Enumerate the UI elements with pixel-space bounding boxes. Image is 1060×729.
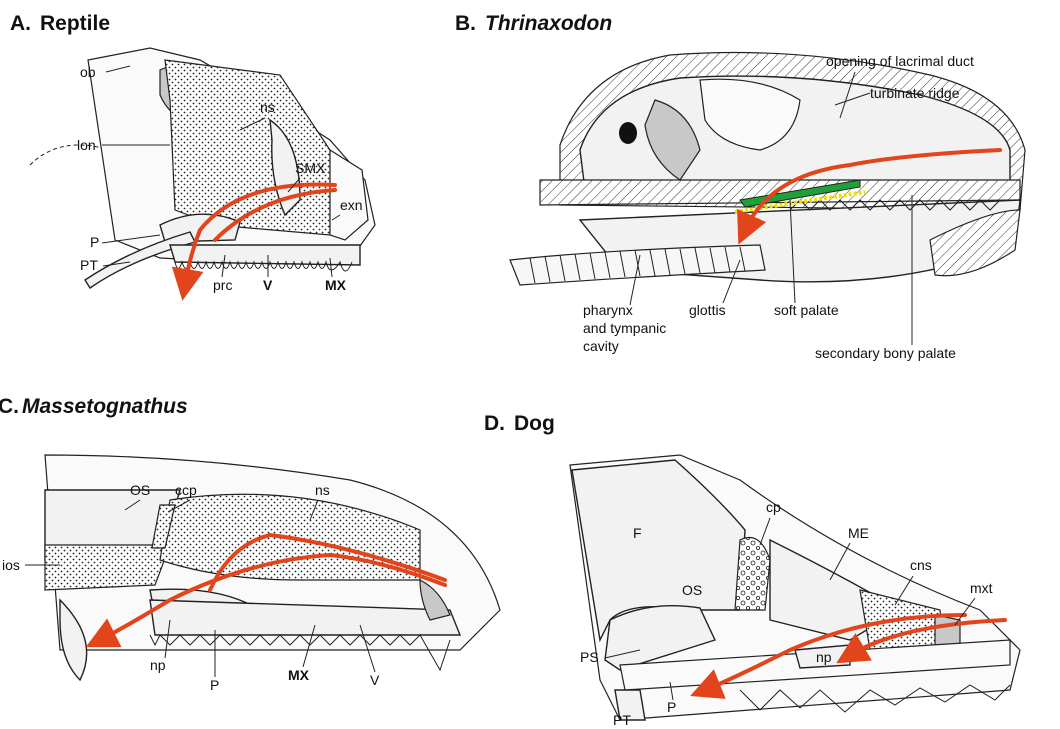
panel-b-thrinaxodon: B. Thrinaxodon opening of lacrimal duct …: [455, 12, 1025, 361]
label-prc: prc: [213, 277, 232, 293]
label-c-mx: MX: [288, 667, 310, 683]
label-d-me: ME: [848, 525, 869, 541]
thrinaxodon-ear-hole: [619, 122, 637, 144]
panel-c-letter: C.: [0, 395, 19, 418]
label-pharynx-1: pharynx: [583, 302, 633, 318]
label-pharynx-3: cavity: [583, 338, 619, 354]
label-glottis: glottis: [689, 302, 726, 318]
label-ns: ns: [260, 99, 275, 115]
label-turbinate-ridge: turbinate ridge: [870, 85, 960, 101]
panel-d-title: Dog: [514, 412, 555, 435]
label-d-pt: PT: [613, 712, 631, 728]
panel-b-letter: B.: [455, 12, 476, 35]
label-c-ios: ios: [2, 557, 20, 573]
label-ob: ob: [80, 64, 96, 80]
label-d-np: np: [816, 649, 832, 665]
label-smx: SMX: [295, 160, 326, 176]
label-exn: exn: [340, 197, 363, 213]
dog-cribriform-plate: [735, 538, 770, 611]
panel-d-letter: D.: [484, 412, 505, 435]
label-d-f: F: [633, 525, 642, 541]
panel-c-title: Massetognathus: [22, 395, 188, 418]
label-c-v: V: [370, 672, 380, 688]
panel-d-dog: D. Dog F cp ME cns mxt OS PS np PT P: [484, 412, 1020, 728]
label-lacrimal-duct: opening of lacrimal duct: [826, 53, 974, 69]
panel-a-letter: A.: [10, 12, 31, 35]
panel-b-title: Thrinaxodon: [485, 12, 612, 35]
label-d-cns: cns: [910, 557, 932, 573]
label-soft-palate: soft palate: [774, 302, 839, 318]
label-pharynx-2: and tympanic: [583, 320, 666, 336]
panel-a-title: Reptile: [40, 12, 110, 35]
massetognathus-interorbital-septum: [45, 545, 170, 590]
label-d-mxt: mxt: [970, 580, 993, 596]
label-secondary-bony-palate: secondary bony palate: [815, 345, 956, 361]
label-c-ccp: ccp: [175, 482, 197, 498]
panel-a-reptile: A. Reptile ob lon ns SMX exn P PT prc V: [10, 12, 375, 293]
label-pt: PT: [80, 257, 98, 273]
reptile-nasal-septum: [165, 60, 330, 235]
label-lon: lon: [77, 137, 96, 153]
label-d-p: P: [667, 699, 676, 715]
label-p: P: [90, 234, 99, 250]
label-c-p: P: [210, 677, 219, 693]
reptile-dashed-outline: [30, 145, 110, 165]
label-mx: MX: [325, 277, 347, 293]
label-c-os: OS: [130, 482, 150, 498]
label-c-ns: ns: [315, 482, 330, 498]
panel-c-massetognathus: C. Massetognathus OS ccp ns ios np P MX …: [0, 395, 500, 693]
label-d-ps: PS: [580, 649, 599, 665]
label-d-cp: cp: [766, 499, 781, 515]
label-d-os: OS: [682, 582, 702, 598]
label-v: V: [263, 277, 273, 293]
label-c-np: np: [150, 657, 166, 673]
